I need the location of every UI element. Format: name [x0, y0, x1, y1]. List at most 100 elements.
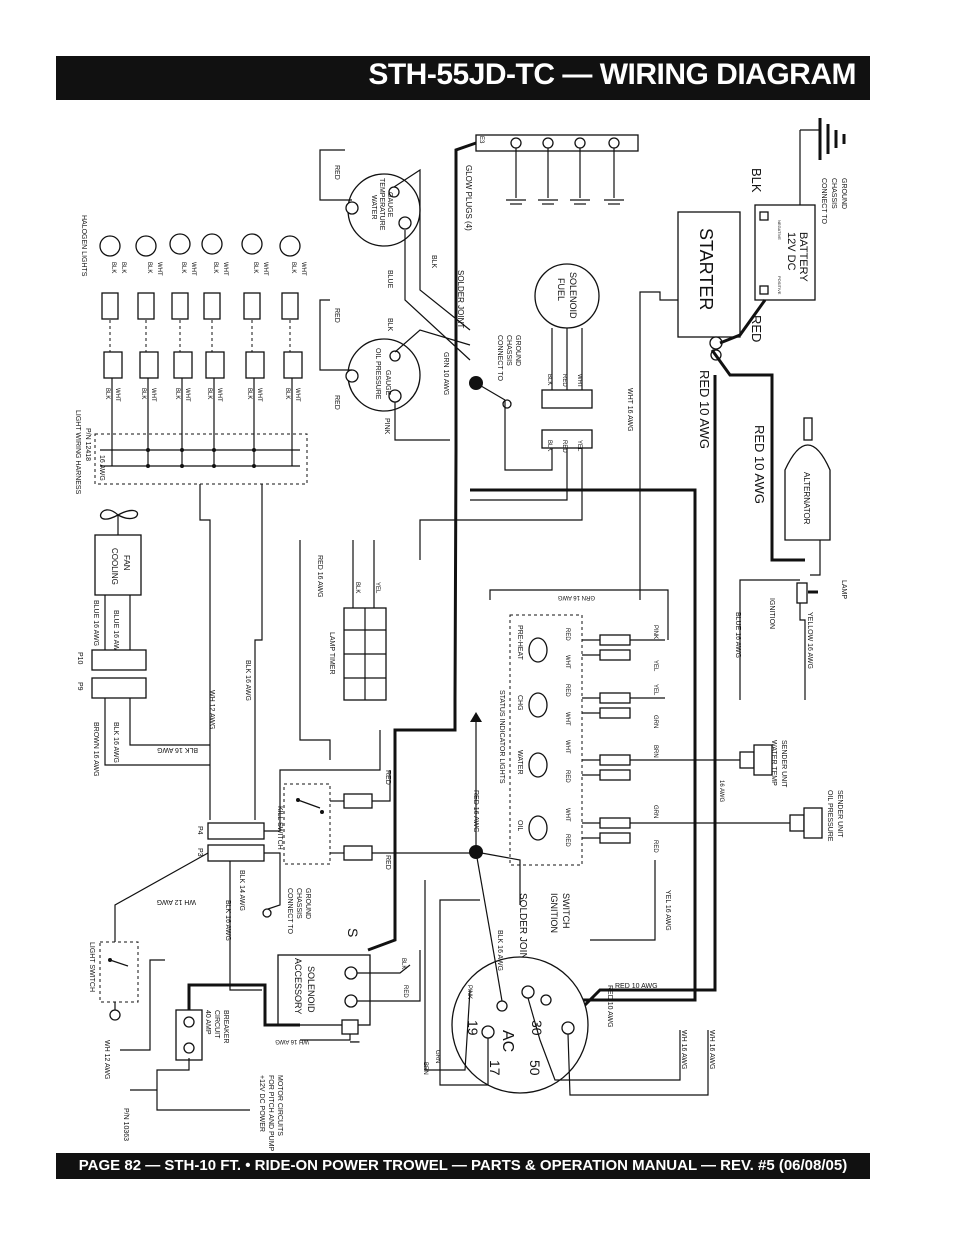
- light-wiring-harness: LIGHT WIRING HARNESS P/N 12418 16 AWG: [74, 378, 308, 495]
- svg-text:RED: RED: [564, 834, 570, 847]
- page-footer: PAGE 82 — STH-10 FT. • RIDE-ON POWER TRO…: [78, 1157, 848, 1174]
- awg-16-label: 16 AWG: [718, 780, 724, 802]
- svg-text:PRE-HEAT: PRE-HEAT: [516, 625, 523, 661]
- blk-14-label: BLK 14 AWG: [238, 870, 245, 911]
- kill-switch-connector-1: [343, 793, 373, 809]
- status-indicator-lights: STATUS INDICATOR LIGHTS PRE-HEAT CHG WAT…: [498, 614, 583, 866]
- connector-p10: P10: [76, 649, 147, 671]
- svg-text:+12V DC POWER: +12V DC POWER: [258, 1075, 265, 1132]
- glow-plugs: E3 GLOW PLUGS (4): [464, 134, 639, 231]
- svg-text:WHT: WHT: [564, 740, 570, 754]
- halogen-lights: BLK BLK BLK WHT BLK WHT BLK WHT BLK WHT …: [99, 233, 306, 402]
- svg-text:WHT: WHT: [184, 388, 190, 402]
- grn-16-label: GRN 16 AWG: [558, 594, 595, 600]
- svg-text:BLK: BLK: [180, 262, 186, 273]
- svg-text:WHT: WHT: [300, 262, 306, 276]
- wh-16-label-acc: WH 16 AWG: [275, 1038, 309, 1044]
- svg-text:I: I: [347, 1040, 363, 1044]
- svg-text:BLK: BLK: [252, 262, 258, 273]
- halogen-lights-label: HALOGEN LIGHTS: [80, 215, 87, 277]
- alternator: ALTERNATOR: [784, 417, 831, 541]
- svg-text:MOTOR CIRCUITS: MOTOR CIRCUITS: [276, 1075, 283, 1136]
- title-bar: STH-55JD-TC — WIRING DIAGRAM: [56, 56, 870, 100]
- svg-text:E3: E3: [478, 136, 484, 144]
- svg-text:P10: P10: [76, 652, 83, 665]
- svg-text:WHT: WHT: [262, 262, 268, 276]
- svg-text:BLK: BLK: [212, 262, 218, 273]
- svg-text:40 AMP: 40 AMP: [204, 1010, 211, 1035]
- svg-text:WHT: WHT: [576, 374, 582, 388]
- svg-text:S: S: [345, 928, 361, 937]
- blk-label-battery: BLK: [749, 168, 764, 193]
- svg-text:CHASSIS: CHASSIS: [295, 888, 302, 919]
- svg-text:TEMPERATURE: TEMPERATURE: [378, 178, 385, 231]
- svg-text:CHG: CHG: [516, 695, 523, 711]
- svg-text:WHT: WHT: [190, 262, 196, 276]
- svg-text:COOLING: COOLING: [110, 548, 119, 585]
- svg-text:BATTERY: BATTERY: [797, 232, 809, 282]
- red-10awg-label-ign: RED 10 AWG: [606, 985, 613, 1028]
- svg-text:STARTER: STARTER: [696, 228, 716, 310]
- red-label-starter: RED: [749, 315, 764, 342]
- page-title: STH-55JD-TC — WIRING DIAGRAM: [368, 58, 856, 91]
- svg-text:BLK: BLK: [174, 388, 180, 399]
- svg-text:FAN: FAN: [122, 555, 131, 571]
- blk-label-wtg: BLK: [430, 255, 437, 269]
- pink-label-opg: PINK: [383, 418, 390, 435]
- red-label-opg-2: RED: [333, 395, 340, 410]
- svg-text:POSITIVE: POSITIVE: [777, 276, 782, 295]
- svg-text:GAUGE: GAUGE: [384, 370, 391, 396]
- svg-text:KILL SWITCH: KILL SWITCH: [276, 806, 283, 850]
- svg-text:WHT: WHT: [216, 388, 222, 402]
- svg-text:BLK: BLK: [354, 582, 360, 593]
- grn-label-ign: GRN: [434, 1050, 440, 1063]
- svg-text:CONNECT TO: CONNECT TO: [496, 335, 503, 381]
- circuit-breaker: 40 AMP CIRCUIT BREAKER: [175, 1009, 229, 1061]
- yellow-16-label: YELLOW 16 AWG: [806, 612, 813, 669]
- ground-label-p3: CONNECT TO CHASSIS GROUND: [286, 888, 311, 934]
- red-label-ks-1: RED: [384, 770, 391, 785]
- pink-label-ign: PINK: [466, 985, 472, 999]
- blk-label-opg: BLK: [386, 318, 393, 332]
- accessory-solenoid: ACCESSORY SOLENOID S I: [277, 928, 371, 1044]
- solder-joint-label-bottom: SOLDER JOINT: [517, 893, 528, 966]
- blk-16-label-v: BLK 16 AWG: [244, 660, 251, 701]
- svg-text:FUEL: FUEL: [556, 278, 566, 301]
- wh-12-label-ls: WH 12 AWG: [103, 1040, 110, 1079]
- svg-text:50: 50: [527, 1060, 543, 1076]
- svg-text:BLK: BLK: [140, 388, 146, 399]
- pump-power-label: +12V DC POWER FOR PITCH AND PUMP MOTOR C…: [258, 1075, 283, 1152]
- chassis-ground-symbol: [800, 118, 846, 160]
- svg-text:CONNECT TO: CONNECT TO: [286, 888, 293, 934]
- connector-p9: P9: [76, 677, 147, 699]
- svg-text:WHT: WHT: [156, 262, 162, 276]
- ignition-switch: AC 19 17 50 30: [451, 956, 589, 1094]
- ground-label-battery: CONNECT TO CHASSIS GROUND: [820, 178, 847, 224]
- svg-text:WATER TEMP: WATER TEMP: [770, 740, 777, 786]
- yel-16-label: YEL 16 AWG: [664, 890, 671, 931]
- svg-text:OIL: OIL: [516, 820, 523, 831]
- light-switch: LIGHT SWITCH: [88, 941, 139, 1003]
- svg-text:LIGHT SWITCH: LIGHT SWITCH: [88, 942, 95, 992]
- wh-16-label-ign-1: WH 16 AWG: [680, 1030, 687, 1069]
- svg-text:NEGATIVE: NEGATIVE: [777, 220, 782, 240]
- blk-16-label-ign: BLK 16 AWG: [496, 930, 503, 971]
- svg-text:ACCESSORY: ACCESSORY: [293, 958, 303, 1014]
- svg-text:BRN: BRN: [652, 745, 658, 758]
- svg-text:PINK: PINK: [652, 625, 658, 639]
- svg-text:WATER: WATER: [516, 750, 523, 775]
- svg-text:BREAKER: BREAKER: [222, 1010, 229, 1043]
- ignition-switch-label-2: SWITCH: [561, 893, 571, 929]
- starter: STARTER: [677, 211, 741, 361]
- svg-text:YEL: YEL: [576, 440, 582, 452]
- svg-text:GLOW PLUGS (4): GLOW PLUGS (4): [464, 165, 473, 231]
- svg-text:WHT: WHT: [564, 808, 570, 822]
- blk-16-label-p3: BLK 16 AWG: [224, 900, 231, 941]
- blue-16-label-fan-1: BLUE 16 AWG: [92, 600, 99, 646]
- red-16-label-sj: RED 16 AWG: [472, 790, 479, 833]
- pn-10363-label: P/N 10363: [122, 1108, 129, 1141]
- svg-text:12V DC: 12V DC: [785, 232, 797, 271]
- connector-p4: P4: [196, 822, 265, 840]
- svg-text:GROUND: GROUND: [304, 888, 311, 919]
